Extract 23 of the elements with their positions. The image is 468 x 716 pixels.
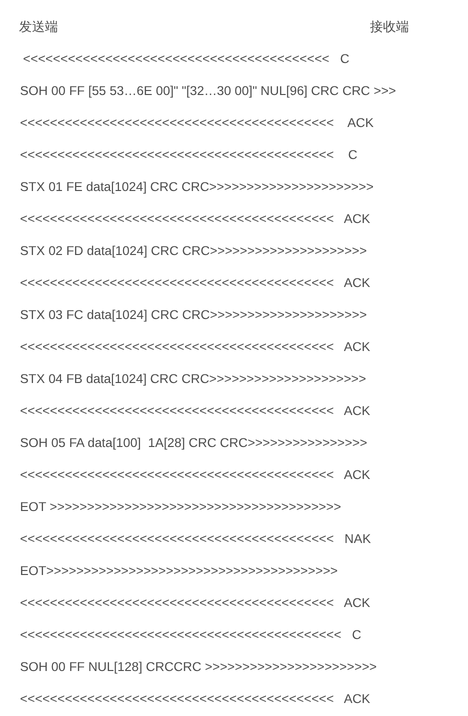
column-heading: 发送端 bbox=[19, 19, 58, 35]
message-line: <<<<<<<<<<<<<<<<<<<<<<<<<<<<<<<<<<<<<<<<<< NAK bbox=[20, 531, 371, 547]
column-heading: 接收端 bbox=[370, 19, 409, 35]
message-line: STX 01 FE data[1024] CRC CRC>>>>>>>>>>>>>>>>>>>>>> bbox=[20, 179, 374, 195]
message-line: <<<<<<<<<<<<<<<<<<<<<<<<<<<<<<<<<<<<<<<<<< ACK bbox=[20, 595, 370, 611]
message-line: STX 03 FC data[1024] CRC CRC>>>>>>>>>>>>>>>>>>>>> bbox=[20, 307, 367, 323]
message-line: <<<<<<<<<<<<<<<<<<<<<<<<<<<<<<<<<<<<<<<<<< C bbox=[20, 147, 358, 163]
message-line: EOT >>>>>>>>>>>>>>>>>>>>>>>>>>>>>>>>>>>>>>> bbox=[20, 499, 342, 515]
message-line: <<<<<<<<<<<<<<<<<<<<<<<<<<<<<<<<<<<<<<<<<< ACK bbox=[20, 211, 370, 227]
message-line: STX 04 FB data[1024] CRC CRC>>>>>>>>>>>>>>>>>>>>> bbox=[20, 371, 366, 387]
message-line: <<<<<<<<<<<<<<<<<<<<<<<<<<<<<<<<<<<<<<<<<< ACK bbox=[20, 691, 370, 707]
message-line: <<<<<<<<<<<<<<<<<<<<<<<<<<<<<<<<<<<<<<<<<< ACK bbox=[20, 115, 374, 131]
message-line: SOH 00 FF [55 53…6E 00]" "[32…30 00]" NUL[96] CRC CRC >>> bbox=[20, 83, 396, 99]
message-line: <<<<<<<<<<<<<<<<<<<<<<<<<<<<<<<<<<<<<<<<<< ACK bbox=[20, 403, 370, 419]
message-line: <<<<<<<<<<<<<<<<<<<<<<<<<<<<<<<<<<<<<<<<<< ACK bbox=[20, 467, 370, 483]
message-line: <<<<<<<<<<<<<<<<<<<<<<<<<<<<<<<<<<<<<<<<<< ACK bbox=[20, 339, 370, 355]
message-line: EOT>>>>>>>>>>>>>>>>>>>>>>>>>>>>>>>>>>>>>>> bbox=[20, 563, 338, 579]
message-line: SOH 00 FF NUL[128] CRCCRC >>>>>>>>>>>>>>>>>>>>>>> bbox=[20, 659, 377, 675]
message-line: <<<<<<<<<<<<<<<<<<<<<<<<<<<<<<<<<<<<<<<<<<< C bbox=[20, 627, 362, 643]
message-line: <<<<<<<<<<<<<<<<<<<<<<<<<<<<<<<<<<<<<<<<< C bbox=[23, 51, 350, 67]
message-line: STX 02 FD data[1024] CRC CRC>>>>>>>>>>>>>>>>>>>>> bbox=[20, 243, 367, 259]
message-line: <<<<<<<<<<<<<<<<<<<<<<<<<<<<<<<<<<<<<<<<<< ACK bbox=[20, 275, 370, 291]
message-line: SOH 05 FA data[100] 1A[28] CRC CRC>>>>>>>>>>>>>>>> bbox=[20, 435, 368, 451]
